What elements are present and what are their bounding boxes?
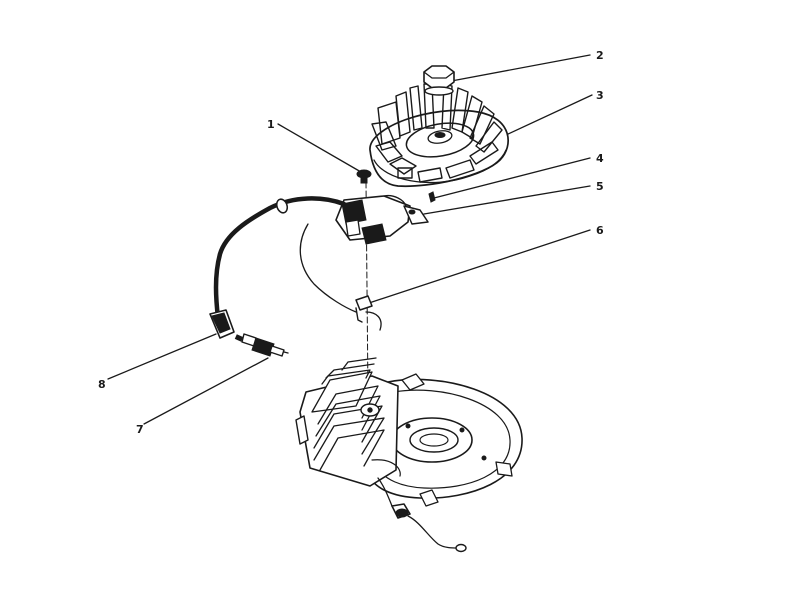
head-fins	[321, 357, 377, 385]
flywheel-nut	[423, 65, 455, 96]
plug-electrode	[283, 351, 289, 354]
nut-washer	[424, 86, 454, 96]
plug-thread	[269, 345, 285, 357]
spark-plug	[234, 333, 289, 357]
armature-leg-right	[361, 223, 387, 245]
flywheel	[369, 83, 509, 188]
plug-hex	[251, 337, 275, 357]
engine-block	[295, 357, 523, 507]
boot-shade	[211, 312, 231, 334]
key-shape	[428, 191, 436, 203]
callout-1: 1	[267, 118, 275, 131]
block-web	[371, 459, 401, 477]
ground-wire	[377, 477, 467, 553]
mount-hole-a	[405, 423, 411, 429]
stop-wire-lead	[299, 223, 357, 313]
callout-5: 5	[596, 180, 604, 193]
mount-hole-b	[459, 427, 465, 433]
ht-lead-cable	[213, 196, 347, 321]
nut-hex	[423, 65, 455, 89]
crankshaft-bore	[409, 427, 459, 453]
cable-grommet	[275, 198, 289, 214]
module-coil-top	[383, 194, 407, 207]
flywheel-hub	[427, 130, 453, 144]
leader-line-3	[505, 94, 593, 136]
wire-clip	[355, 295, 373, 311]
plate-lug-right	[495, 461, 513, 477]
high-tension-lead	[209, 196, 347, 339]
armature-leg-left	[341, 199, 367, 225]
mount-hole-c	[481, 455, 487, 461]
callout-labels: 2 3 1 4 5 6 8 7	[98, 49, 604, 436]
leader-lines	[107, 54, 593, 425]
callout-2: 2	[596, 49, 604, 62]
flywheel-shaft-bore	[434, 132, 446, 138]
plate-lug-bottom	[419, 489, 439, 507]
callout-4: 4	[596, 152, 604, 165]
plate-lug-top	[401, 373, 425, 391]
nut-top-edge	[423, 71, 455, 79]
callout-6: 6	[596, 224, 604, 237]
flywheel-rim-lower	[373, 149, 507, 184]
callout-8: 8	[98, 378, 106, 391]
ignition-module	[335, 194, 429, 245]
screw-shank	[360, 173, 368, 184]
block-left-flange	[295, 415, 309, 445]
ground-wire-lead	[377, 477, 393, 507]
leader-line-1	[277, 123, 362, 173]
flywheel-key	[428, 191, 436, 203]
ignition-screw	[356, 169, 372, 184]
spark-plug-hole	[367, 407, 373, 413]
stop-wire	[299, 223, 382, 331]
ring-terminal	[455, 543, 467, 553]
leader-line-4	[433, 157, 591, 199]
plug-tip	[234, 334, 244, 342]
ground-wire-tail	[407, 515, 459, 549]
terminal-hole	[408, 209, 416, 215]
leader-line-8	[107, 333, 217, 380]
leader-line-5	[423, 185, 591, 215]
cylinder-fins	[311, 371, 385, 471]
wire-clip-leg	[355, 307, 363, 323]
armature-tab	[345, 219, 361, 237]
stop-wire-tail	[365, 311, 382, 331]
callout-7: 7	[136, 423, 144, 436]
leader-line-6	[368, 229, 591, 304]
callout-3: 3	[596, 89, 604, 102]
leader-line-2	[445, 54, 591, 83]
grommet-body	[395, 508, 409, 518]
leader-line-7	[143, 357, 269, 425]
crankshaft-seal	[419, 433, 449, 447]
